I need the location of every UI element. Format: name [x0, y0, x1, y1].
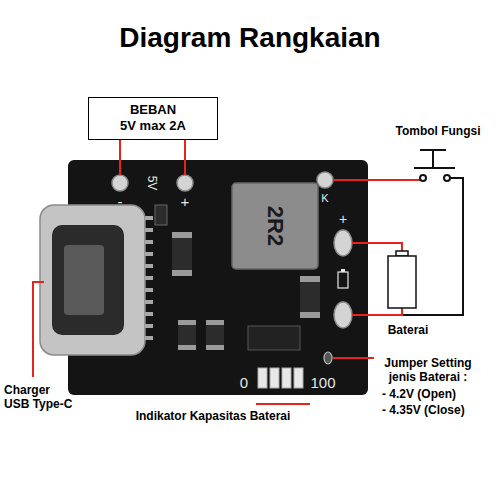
battery-wire	[352, 243, 402, 251]
box-text: BEBAN	[97, 102, 209, 118]
battery-silkscreen	[338, 272, 348, 288]
charger-label: Charger USB Type-C	[4, 383, 76, 412]
push-button-symbol	[414, 150, 455, 181]
capacitor	[206, 320, 224, 350]
capacitor-end	[300, 312, 320, 318]
capacitor	[172, 232, 192, 276]
jumper-option: - 4.2V (Open)	[382, 387, 456, 401]
led	[270, 368, 279, 388]
inductor	[232, 183, 318, 269]
leader-line	[33, 282, 44, 377]
usb-pin	[145, 336, 153, 340]
jumper-label: Jumper Setting jenis Baterai :	[378, 356, 478, 385]
load-box: BEBAN5V max 2A	[88, 97, 218, 140]
indicator-label: Indikator Kapasitas Baterai	[136, 409, 291, 423]
pad-label: 5V	[145, 176, 159, 191]
usb-pin	[145, 252, 153, 256]
usb-c-tongue	[64, 245, 104, 315]
led	[282, 368, 291, 388]
button-label: Tombol Fungsi	[395, 124, 480, 138]
jumper-pad	[324, 352, 332, 364]
pad-label: +	[339, 211, 347, 228]
capacitor-end	[172, 232, 192, 238]
ic-chip	[248, 326, 300, 350]
solder-pad	[334, 302, 352, 328]
usb-pin	[145, 300, 153, 304]
capacitor-end	[206, 320, 224, 325]
usb-c-pins	[145, 216, 153, 340]
led-scale-label: 0	[240, 374, 248, 392]
usb-pin	[145, 288, 153, 292]
capacitor-end	[178, 345, 196, 350]
usb-pin	[145, 312, 153, 316]
capacitor-end	[300, 276, 320, 282]
solder-pad	[334, 230, 352, 256]
usb-pin	[145, 276, 153, 280]
usb-c-shell	[40, 205, 145, 355]
capacitor	[300, 276, 320, 318]
led-scale-label: 100	[310, 374, 335, 392]
solder-pad	[112, 175, 128, 191]
battery-symbol	[388, 256, 416, 308]
pad-label: -	[118, 193, 123, 211]
capacitor-end	[172, 270, 192, 276]
solder-pad	[177, 175, 193, 191]
usb-pin	[145, 228, 153, 232]
usb-c-opening	[52, 225, 124, 335]
battery-silkscreen	[341, 269, 345, 272]
battery-label: Baterai	[388, 323, 429, 337]
button-terminal	[420, 175, 426, 181]
capacitor-end	[178, 320, 196, 325]
usb-pin	[145, 264, 153, 268]
resistor	[155, 205, 167, 225]
box-text: 5V max 2A	[97, 118, 209, 134]
usb-pin	[145, 216, 153, 220]
inductor-marking: 2R2	[262, 206, 288, 246]
underline	[256, 403, 310, 405]
led	[294, 368, 303, 388]
usb-pin	[145, 324, 153, 328]
solder-pad	[317, 172, 333, 188]
button-terminal	[444, 175, 450, 181]
pad-label: +	[181, 193, 190, 211]
button-wire	[333, 179, 420, 181]
pad-label: K	[321, 192, 328, 205]
capacitor-end	[206, 345, 224, 350]
leader-line	[333, 357, 374, 359]
capacitor	[178, 320, 196, 350]
battery-wire	[352, 308, 402, 315]
led	[258, 368, 267, 388]
wires	[33, 130, 420, 404]
usb-pin	[145, 240, 153, 244]
button-stem	[432, 150, 434, 168]
jumper-option: - 4.35V (Close)	[382, 403, 465, 417]
diagram-title: Diagram Rangkaian	[119, 21, 380, 55]
button-contact	[414, 167, 455, 169]
